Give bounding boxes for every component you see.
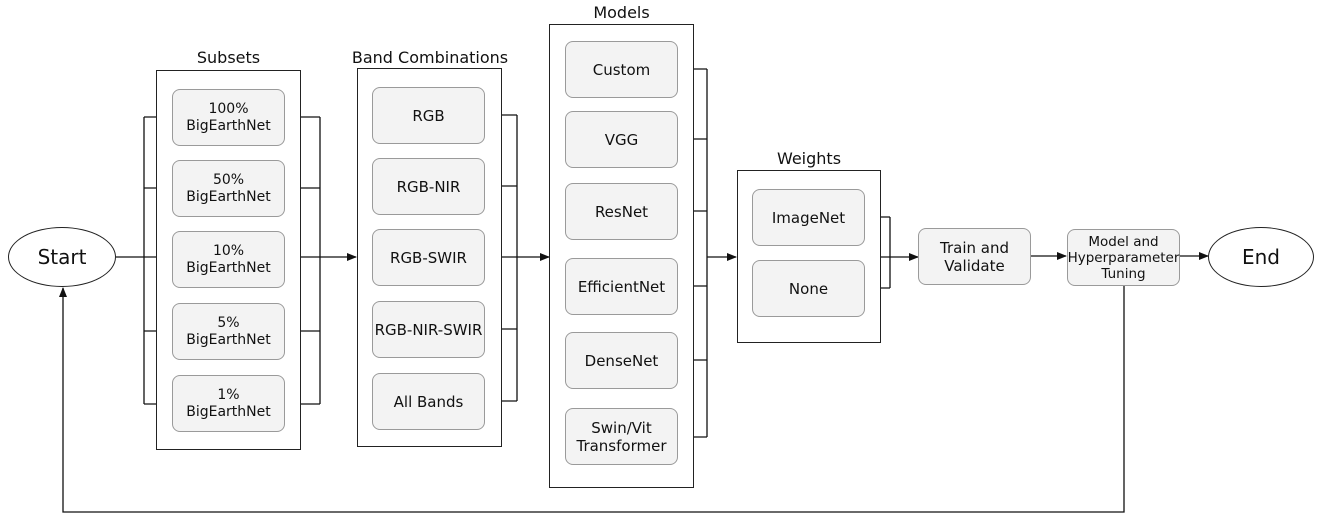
subset-node: 1% BigEarthNet	[172, 375, 285, 432]
start-node: Start	[8, 227, 116, 287]
band-node: RGB-NIR	[372, 158, 485, 215]
subsets-title: Subsets	[196, 48, 261, 67]
band-node: RGB-SWIR	[372, 229, 485, 286]
model-node: DenseNet	[565, 332, 678, 389]
model-node: Swin/Vit Transformer	[565, 408, 678, 465]
weight-node: None	[752, 260, 865, 317]
subset-node: 100% BigEarthNet	[172, 89, 285, 146]
weights-title: Weights	[776, 149, 842, 168]
hyperparameter-tuning-node: Model and Hyperparameter Tuning	[1067, 229, 1180, 286]
band-node: RGB	[372, 87, 485, 144]
model-node: Custom	[565, 41, 678, 98]
model-node: VGG	[565, 111, 678, 168]
subset-node: 5% BigEarthNet	[172, 303, 285, 360]
models-title: Models	[593, 3, 650, 22]
band-node: All Bands	[372, 373, 485, 430]
weight-node: ImageNet	[752, 189, 865, 246]
subset-node: 10% BigEarthNet	[172, 231, 285, 288]
model-node: EfficientNet	[565, 258, 678, 315]
train-validate-node: Train and Validate	[918, 228, 1031, 285]
band-node: RGB-NIR-SWIR	[372, 301, 485, 358]
model-node: ResNet	[565, 183, 678, 240]
band-combinations-title: Band Combinations	[351, 48, 509, 67]
end-node: End	[1208, 227, 1314, 287]
subset-node: 50% BigEarthNet	[172, 160, 285, 217]
